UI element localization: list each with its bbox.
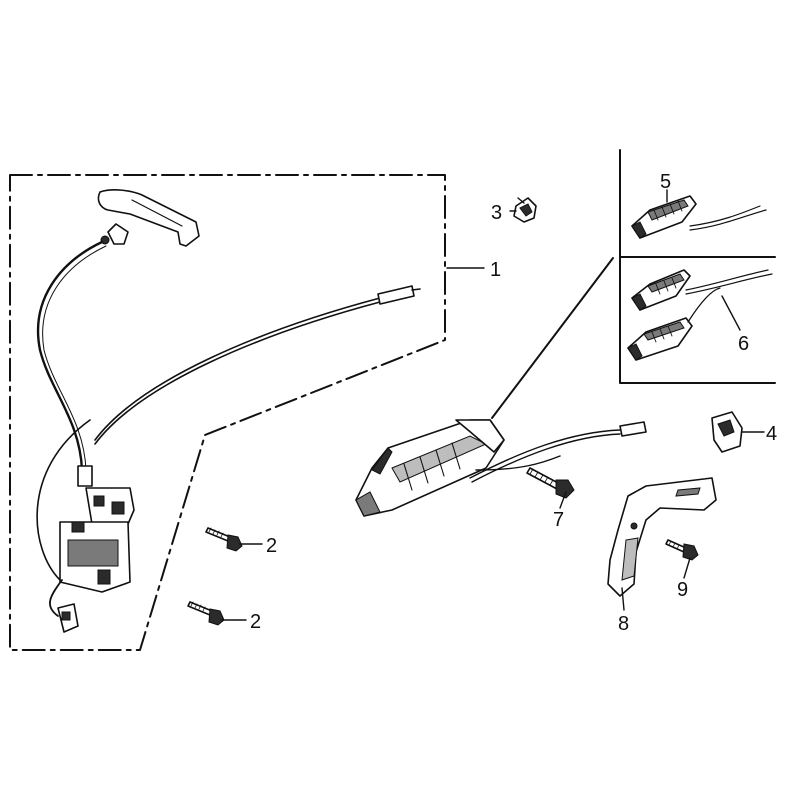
ground-terminal [57, 603, 79, 633]
callout-7: 7 [553, 509, 564, 531]
callout-5: 5 [660, 171, 671, 193]
ignition-coil-assembly [36, 189, 421, 633]
callout-8: 8 [618, 613, 629, 635]
spark-plug-cap [97, 189, 200, 247]
mounting-bracket [607, 477, 717, 597]
coil-body [59, 465, 135, 593]
callout-6: 6 [738, 333, 749, 355]
charging-coil-single [631, 195, 767, 239]
callout-labels: 1 2 2 3 4 5 6 7 8 9 [250, 171, 777, 635]
leader-8 [621, 587, 625, 611]
wire-terminal-right [619, 421, 647, 437]
bolt-lower [187, 601, 225, 626]
callout-4: 4 [766, 423, 777, 445]
leader-7 [559, 491, 567, 509]
leader-lines [221, 189, 765, 621]
grommet [711, 411, 743, 453]
ground-wire [49, 579, 63, 617]
bracket-bolt [665, 539, 699, 561]
callout-2-upper: 2 [266, 535, 277, 557]
coil-screw [526, 467, 575, 499]
callout-3: 3 [491, 202, 502, 224]
exciter-coil [355, 419, 621, 517]
callout-1: 1 [490, 259, 501, 281]
wire-terminal-upper [377, 285, 421, 305]
wire-clip [513, 197, 537, 223]
charging-coil-pair [627, 269, 773, 361]
callout-9: 9 [677, 579, 688, 601]
inset-boundary [491, 149, 776, 419]
bolt-upper [205, 527, 243, 552]
assembly-1-boundary [9, 174, 446, 651]
callout-2-lower: 2 [250, 611, 261, 633]
leader-6 [721, 295, 741, 331]
stop-wire [36, 297, 381, 581]
leader-9 [683, 557, 691, 579]
